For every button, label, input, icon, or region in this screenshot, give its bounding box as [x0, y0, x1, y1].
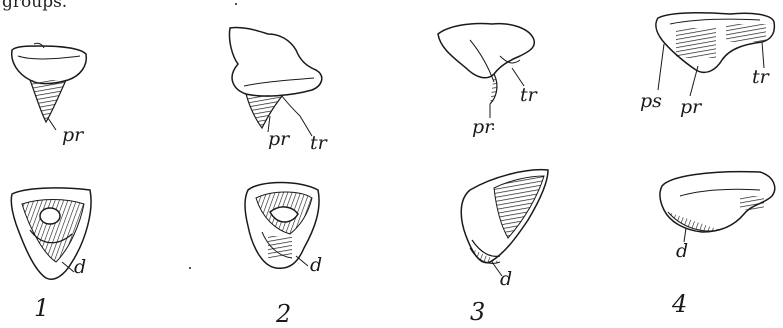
tooth-3-crown-view — [461, 170, 548, 276]
fig4-label-pr: pr — [680, 98, 701, 117]
fig4-label-d: d — [676, 242, 688, 261]
fig1-label-pr: pr — [62, 126, 83, 145]
fig4-number: 4 — [672, 292, 687, 316]
stray-dot — [235, 3, 237, 5]
tooth-4-crown-view — [660, 172, 775, 242]
fig3-label-pr: pr — [472, 118, 493, 137]
tooth-2-side-view — [229, 27, 321, 136]
fig4-label-ps: ps — [640, 92, 662, 111]
fig3-label-tr: tr — [520, 86, 537, 105]
tooth-1-side-view — [12, 43, 87, 130]
stray-dot — [189, 267, 191, 269]
fig1-number: 1 — [34, 296, 49, 320]
fig4-label-tr: tr — [752, 68, 769, 87]
tooth-2-crown-view — [245, 183, 319, 269]
fig3-number: 3 — [470, 300, 485, 324]
fig2-label-d: d — [310, 256, 322, 275]
fig1-label-d: d — [74, 258, 86, 277]
fig2-label-tr: tr — [310, 134, 327, 153]
fig2-number: 2 — [276, 302, 291, 326]
fig3-label-d: d — [500, 270, 512, 289]
fig2-label-pr: pr — [268, 130, 289, 149]
